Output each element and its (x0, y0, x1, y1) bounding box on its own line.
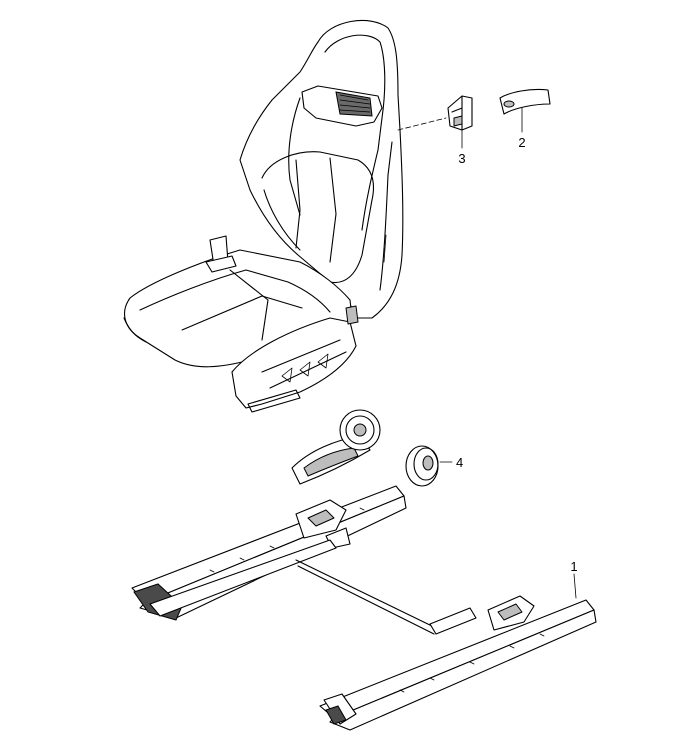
callout-3[interactable]: 3 (458, 151, 465, 166)
part-3-clip (447, 95, 473, 149)
callout-2[interactable]: 2 (518, 135, 525, 150)
part-4-knob (405, 445, 453, 487)
leader-line-1 (573, 573, 577, 599)
callout-1[interactable]: 1 (570, 559, 577, 574)
leader-dash-3 (397, 117, 447, 131)
callout-4[interactable]: 4 (456, 455, 463, 470)
part-2-cover (499, 88, 551, 133)
seat-assembly (123, 19, 404, 413)
part-1-seat-rail (131, 485, 597, 731)
trim-cover (291, 409, 381, 485)
